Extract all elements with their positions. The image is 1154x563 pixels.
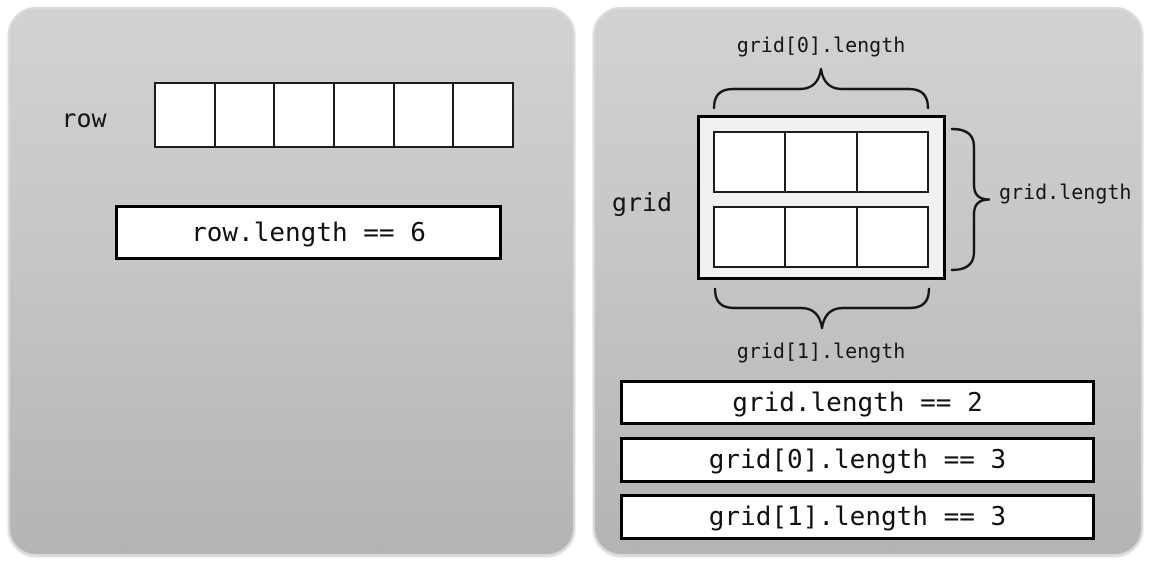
overbrace-icon xyxy=(712,67,930,110)
grid-row0-length-equation-box: grid[0].length == 3 xyxy=(620,437,1095,483)
array-cell xyxy=(713,131,787,193)
grid-row0-length-equation-text: grid[0].length == 3 xyxy=(708,445,1007,475)
right-curly-brace-icon xyxy=(950,127,991,272)
array-cell xyxy=(392,82,455,148)
array-cell xyxy=(213,82,276,148)
array-cell xyxy=(784,206,858,268)
row-length-equation-text: row.length == 6 xyxy=(191,217,426,248)
array-cell xyxy=(154,82,216,148)
grid-array-panel: grid[0].length grid grid.length grid[1].… xyxy=(593,7,1143,556)
array-cell xyxy=(452,82,515,148)
row-array xyxy=(154,82,515,148)
grid-row xyxy=(713,131,929,193)
grid-length-equation-box: grid.length == 2 xyxy=(620,380,1095,425)
array-cell xyxy=(855,131,929,193)
row-array-panel: row row.length == 6 xyxy=(8,7,575,556)
array-cell xyxy=(784,131,858,193)
grid-variable-label: grid xyxy=(611,187,673,217)
array-cell xyxy=(713,206,787,268)
grid-length-equation-text: grid.length == 2 xyxy=(732,387,983,418)
row-variable-label: row xyxy=(61,103,107,133)
array-cell xyxy=(333,82,395,148)
grid-row xyxy=(713,206,929,268)
grid-length-label: grid.length xyxy=(999,180,1132,204)
grid-row1-length-equation-box: grid[1].length == 3 xyxy=(620,494,1095,540)
grid-row1-length-label: grid[1].length xyxy=(736,339,906,363)
array-cell xyxy=(273,82,336,148)
underbrace-icon xyxy=(713,287,931,330)
row-length-equation-box: row.length == 6 xyxy=(115,205,502,260)
grid-row1-length-equation-text: grid[1].length == 3 xyxy=(708,502,1007,532)
grid-row0-length-label: grid[0].length xyxy=(736,33,906,57)
grid-frame xyxy=(697,115,946,280)
array-cell xyxy=(855,206,929,268)
